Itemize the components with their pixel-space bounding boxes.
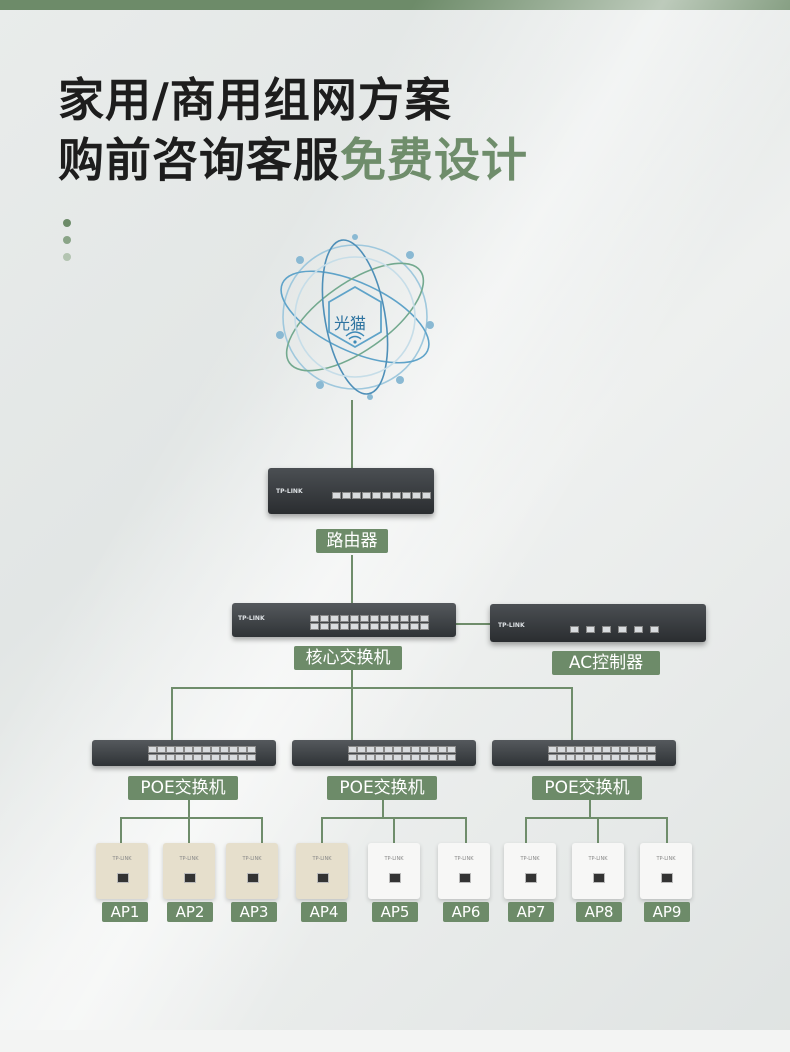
ap-5-device: TP-LINK (368, 843, 420, 899)
poe-switch-ports (148, 746, 255, 761)
ap-2-device: TP-LINK (163, 843, 215, 899)
ac-controller-device: TP-LINK (490, 604, 706, 642)
ap-9-device: TP-LINK (640, 843, 692, 899)
ap-5-label: AP5 (372, 902, 418, 922)
ap-4-label: AP4 (301, 902, 347, 922)
ap-1-device: TP-LINK (96, 843, 148, 899)
poe-switch-1-label: POE交换机 (128, 776, 238, 800)
ap-9-label: AP9 (644, 902, 690, 922)
ap-8-label: AP8 (576, 902, 622, 922)
core-switch-label: 核心交换机 (294, 646, 402, 670)
ap-3-label: AP3 (231, 902, 277, 922)
poe-switch-ports (348, 746, 455, 761)
router-label: 路由器 (316, 529, 388, 553)
ap-1-label: AP1 (102, 902, 148, 922)
ap-3-device: TP-LINK (226, 843, 278, 899)
poe-switch-3-label: POE交换机 (532, 776, 642, 800)
hub-label: 光猫 (330, 310, 370, 334)
core-switch-device: TP-LINK (232, 603, 456, 637)
poe-switch-2-label: POE交换机 (327, 776, 437, 800)
router-device: TP-LINK (268, 468, 434, 514)
ap-2-label: AP2 (167, 902, 213, 922)
ap-7-label: AP7 (508, 902, 554, 922)
poe-switch-1-device (92, 740, 276, 766)
ap-7-device: TP-LINK (504, 843, 556, 899)
poe-switch-3-device (492, 740, 676, 766)
ap-8-device: TP-LINK (572, 843, 624, 899)
router-ports (332, 492, 431, 499)
ac-controller-brand: TP-LINK (498, 622, 525, 629)
line-poe-bus (172, 688, 572, 740)
ap-4-device: TP-LINK (296, 843, 348, 899)
ac-controller-ports (570, 626, 662, 633)
router-brand: TP-LINK (276, 488, 303, 495)
line-poe3-aps (526, 818, 667, 843)
ac-controller-label: AC控制器 (552, 651, 660, 675)
line-poe1-aps (121, 818, 262, 843)
ap-6-label: AP6 (443, 902, 489, 922)
core-switch-ports (310, 615, 429, 630)
bottom-strip (0, 1030, 790, 1052)
core-switch-brand: TP-LINK (238, 615, 265, 622)
poe-switch-2-device (292, 740, 476, 766)
poe-switch-ports (548, 746, 655, 761)
ap-6-device: TP-LINK (438, 843, 490, 899)
